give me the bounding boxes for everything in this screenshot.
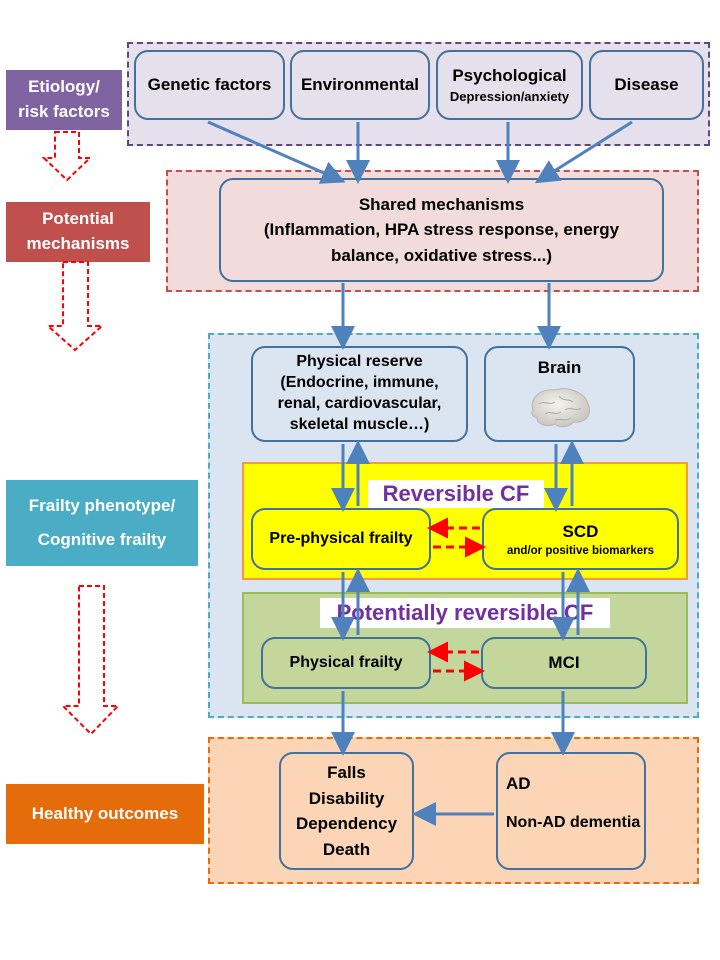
stage-phenotype-label: Frailty phenotype/ Cognitive frailty bbox=[6, 480, 198, 566]
shared-mechanisms-detail: (Inflammation, HPA stress response, ener… bbox=[263, 220, 620, 265]
psychological-box: Psychological Depression/anxiety bbox=[436, 50, 583, 120]
scd-sublabel: and/or positive biomarkers bbox=[507, 544, 654, 557]
brain-label: Brain bbox=[537, 358, 582, 377]
psychological-title: Psychological bbox=[452, 66, 567, 85]
outcomes-falls-box: Falls Disability Dependency Death bbox=[279, 752, 414, 870]
stage-mechanisms-label: Potential mechanisms bbox=[6, 202, 150, 262]
environmental-box: Environmental bbox=[290, 50, 430, 120]
outcome-disability: Disability bbox=[308, 788, 385, 808]
pre-physical-frailty-box: Pre-physical frailty bbox=[251, 508, 431, 570]
outcome-non-ad-dementia: Non-AD dementia bbox=[506, 814, 641, 831]
brain-box: Brain bbox=[484, 346, 635, 442]
outcome-dependency: Dependency bbox=[295, 814, 398, 833]
disease-box: Disease bbox=[589, 50, 704, 120]
scd-label: SCD bbox=[562, 521, 599, 541]
genetic-factors-box: Genetic factors bbox=[134, 50, 285, 120]
outcome-ad: AD bbox=[506, 774, 531, 793]
shared-mechanisms-box: Shared mechanisms (Inflammation, HPA str… bbox=[219, 178, 664, 282]
outcome-falls: Falls bbox=[327, 763, 366, 782]
stage-outcomes-label: Healthy outcomes bbox=[6, 784, 204, 844]
mci-box: MCI bbox=[481, 637, 647, 689]
potentially-reversible-cf-title: Potentially reversible CF bbox=[320, 598, 610, 628]
physical-frailty-box: Physical frailty bbox=[261, 637, 431, 689]
stage-arrow-2 bbox=[45, 261, 105, 352]
shared-mechanisms-title: Shared mechanisms bbox=[358, 194, 525, 214]
scd-box: SCD and/or positive biomarkers bbox=[482, 508, 679, 570]
reversible-cf-title: Reversible CF bbox=[368, 480, 544, 508]
stage-arrow-3 bbox=[60, 585, 121, 736]
psychological-subtitle: Depression/anxiety bbox=[449, 89, 570, 104]
stage-arrow-1 bbox=[41, 131, 93, 182]
stage-phenotype-line2: Cognitive frailty bbox=[37, 530, 167, 549]
brain-icon bbox=[530, 388, 590, 428]
physical-reserve-box: Physical reserve (Endocrine, immune, ren… bbox=[251, 346, 468, 442]
stage-etiology-label: Etiology/ risk factors bbox=[6, 70, 122, 130]
stage-phenotype-line1: Frailty phenotype/ bbox=[28, 496, 176, 515]
outcome-death: Death bbox=[322, 839, 371, 859]
dementia-outcomes-box: AD Non-AD dementia bbox=[496, 752, 646, 870]
